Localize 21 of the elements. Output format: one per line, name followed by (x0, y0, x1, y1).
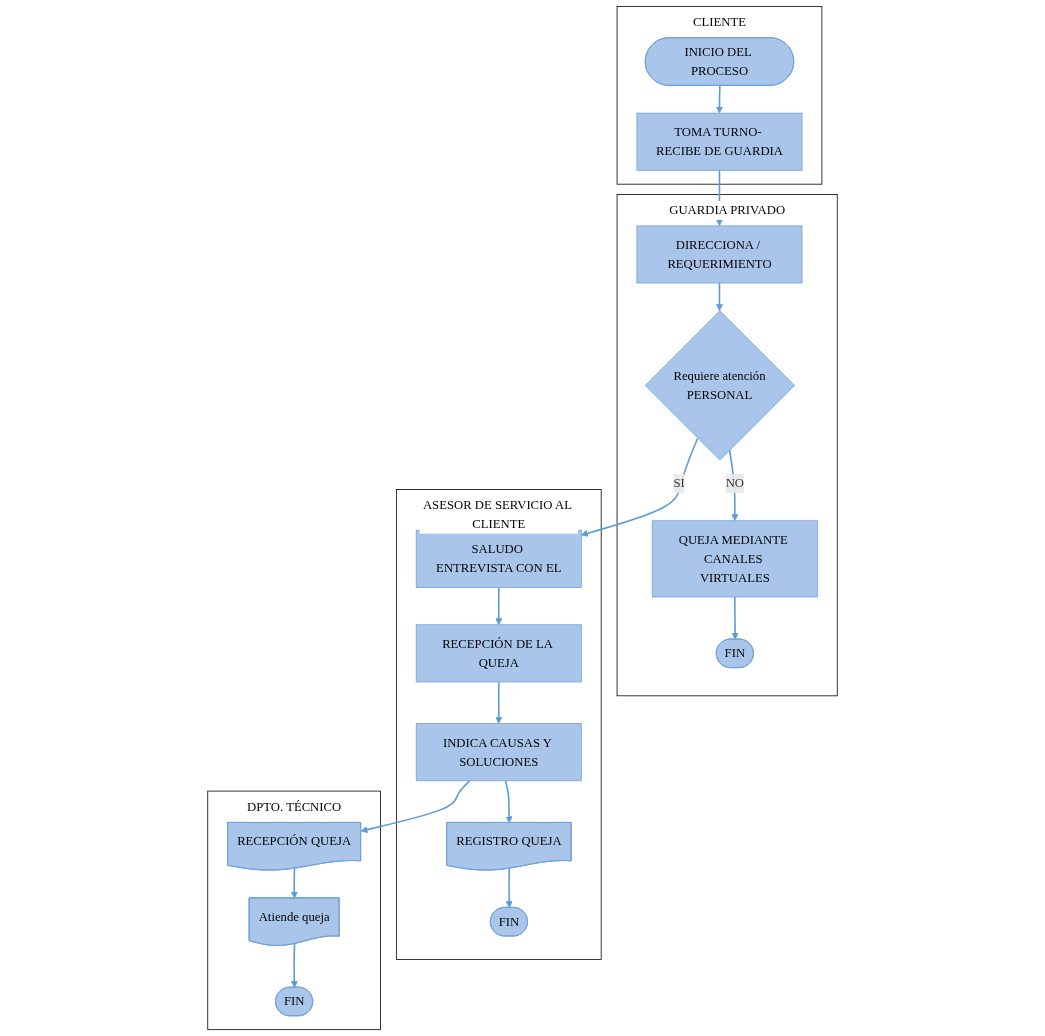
arrow (716, 282, 723, 312)
arrow (716, 84, 723, 114)
node-box: DIRECCIONA / REQUERIMIENTO (636, 225, 803, 284)
node-box: INDICA CAUSAS Y SOLUCIONES (415, 723, 582, 782)
arrow (290, 943, 298, 988)
arrow (360, 779, 471, 834)
edge-label: SI (673, 476, 685, 490)
arrow (581, 437, 699, 537)
edge-label: NO (725, 476, 744, 490)
arrow (728, 449, 739, 522)
arrow (495, 586, 503, 626)
node-box: RECEPCIÓN DE LA QUEJA (415, 624, 582, 683)
arrow (495, 681, 503, 724)
arrow (731, 596, 739, 640)
node-box: SALUDO ENTREVISTA CON EL (415, 529, 582, 588)
arrow (505, 867, 513, 909)
node-box: TOMA TURNO- RECIBE DE GUARDIA (636, 112, 803, 171)
arrow (504, 779, 513, 824)
arrow (290, 867, 298, 899)
node-box: QUEJA MEDIANTE CANALES VIRTUALES (651, 520, 818, 598)
node-diamond: Requiere atención PERSONAL (644, 310, 795, 461)
